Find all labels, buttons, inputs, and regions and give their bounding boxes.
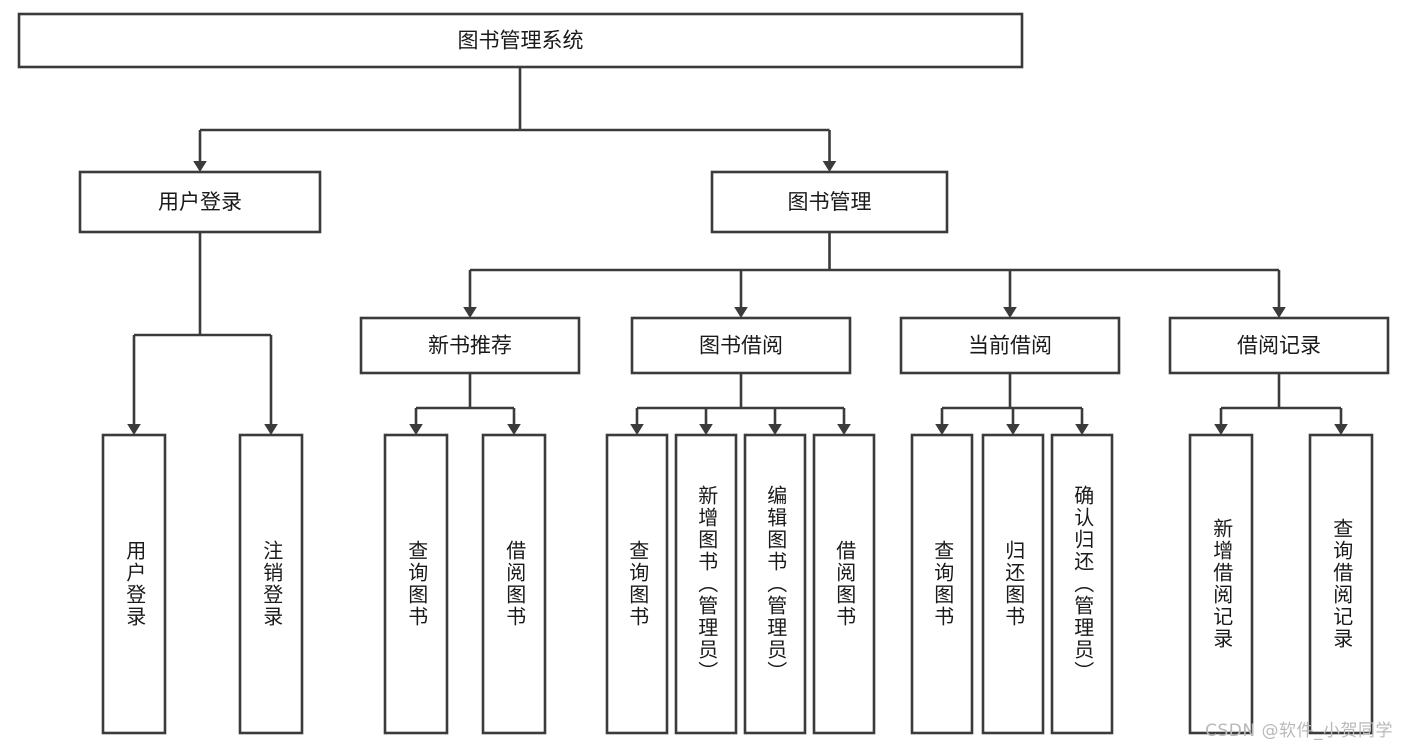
leaf-node-leaf-query-book-2[interactable] (605, 433, 669, 735)
level3-node-label-borrow-record: 借阅记录 (1237, 334, 1321, 358)
leaf-node-leaf-query-book-3[interactable] (910, 433, 974, 735)
leaf-node-leaf-borrow-book-1[interactable] (481, 433, 547, 735)
leaf-node-leaf-logout[interactable] (238, 433, 304, 735)
level2-node-user-login[interactable] (78, 170, 322, 234)
current-borrow-arrow-icon-0 (935, 424, 949, 435)
level2-node-label-user-login: 用户登录 (158, 190, 242, 214)
user-login-arrow-icon-1 (264, 424, 278, 435)
book-borrow-arrow-icon-3 (837, 424, 851, 435)
leaf-node-leaf-query-record[interactable] (1308, 433, 1374, 735)
book-manage-arrow-icon-0 (463, 307, 477, 318)
new-book-recommend-arrow-icon-0 (409, 424, 423, 435)
book-borrow-arrow-icon-1 (699, 424, 713, 435)
connector-edges-layer (127, 67, 1348, 435)
leaf-node-leaf-user-login[interactable] (101, 433, 167, 735)
current-borrow-arrow-icon-1 (1006, 424, 1020, 435)
leaf-node-leaf-add-record[interactable] (1188, 433, 1254, 735)
book-manage-arrow-icon-3 (1272, 307, 1286, 318)
root-node-root[interactable] (17, 12, 1024, 69)
leaf-node-leaf-borrow-book-2[interactable] (812, 433, 876, 735)
node-boxes-layer (17, 12, 1390, 735)
leaf-node-leaf-edit-book[interactable] (743, 433, 807, 735)
borrow-record-arrow-icon-1 (1334, 424, 1348, 435)
root-arrow-icon-0 (193, 161, 207, 172)
level3-node-label-current-borrow: 当前借阅 (968, 334, 1052, 358)
leaf-node-leaf-query-book-1[interactable] (383, 433, 449, 735)
level3-node-label-book-borrow: 图书借阅 (699, 334, 783, 358)
root-arrow-icon-1 (822, 161, 837, 172)
current-borrow-arrow-icon-2 (1075, 424, 1089, 435)
leaf-node-leaf-return-book[interactable] (981, 433, 1045, 735)
level3-node-current-borrow[interactable] (899, 316, 1121, 375)
book-borrow-arrow-icon-2 (768, 424, 782, 435)
book-borrow-arrow-icon-0 (630, 424, 644, 435)
level3-node-label-new-book-recommend: 新书推荐 (428, 334, 512, 358)
user-login-arrow-icon-0 (127, 424, 141, 435)
leaf-node-leaf-confirm-return[interactable] (1050, 433, 1114, 735)
level3-node-borrow-record[interactable] (1168, 316, 1390, 375)
level2-node-label-book-manage: 图书管理 (788, 190, 872, 214)
leaf-node-leaf-add-book[interactable] (674, 433, 738, 735)
root-node-label-root: 图书管理系统 (458, 29, 584, 53)
new-book-recommend-arrow-icon-1 (507, 424, 521, 435)
level3-node-book-borrow[interactable] (630, 316, 852, 375)
watermark-text: CSDN @软件_小贺同学 (1205, 721, 1393, 741)
level3-node-new-book-recommend[interactable] (359, 316, 581, 375)
borrow-record-arrow-icon-0 (1214, 424, 1228, 435)
level2-node-book-manage[interactable] (710, 170, 949, 234)
book-manage-arrow-icon-2 (1003, 307, 1017, 318)
book-manage-arrow-icon-1 (734, 307, 748, 318)
